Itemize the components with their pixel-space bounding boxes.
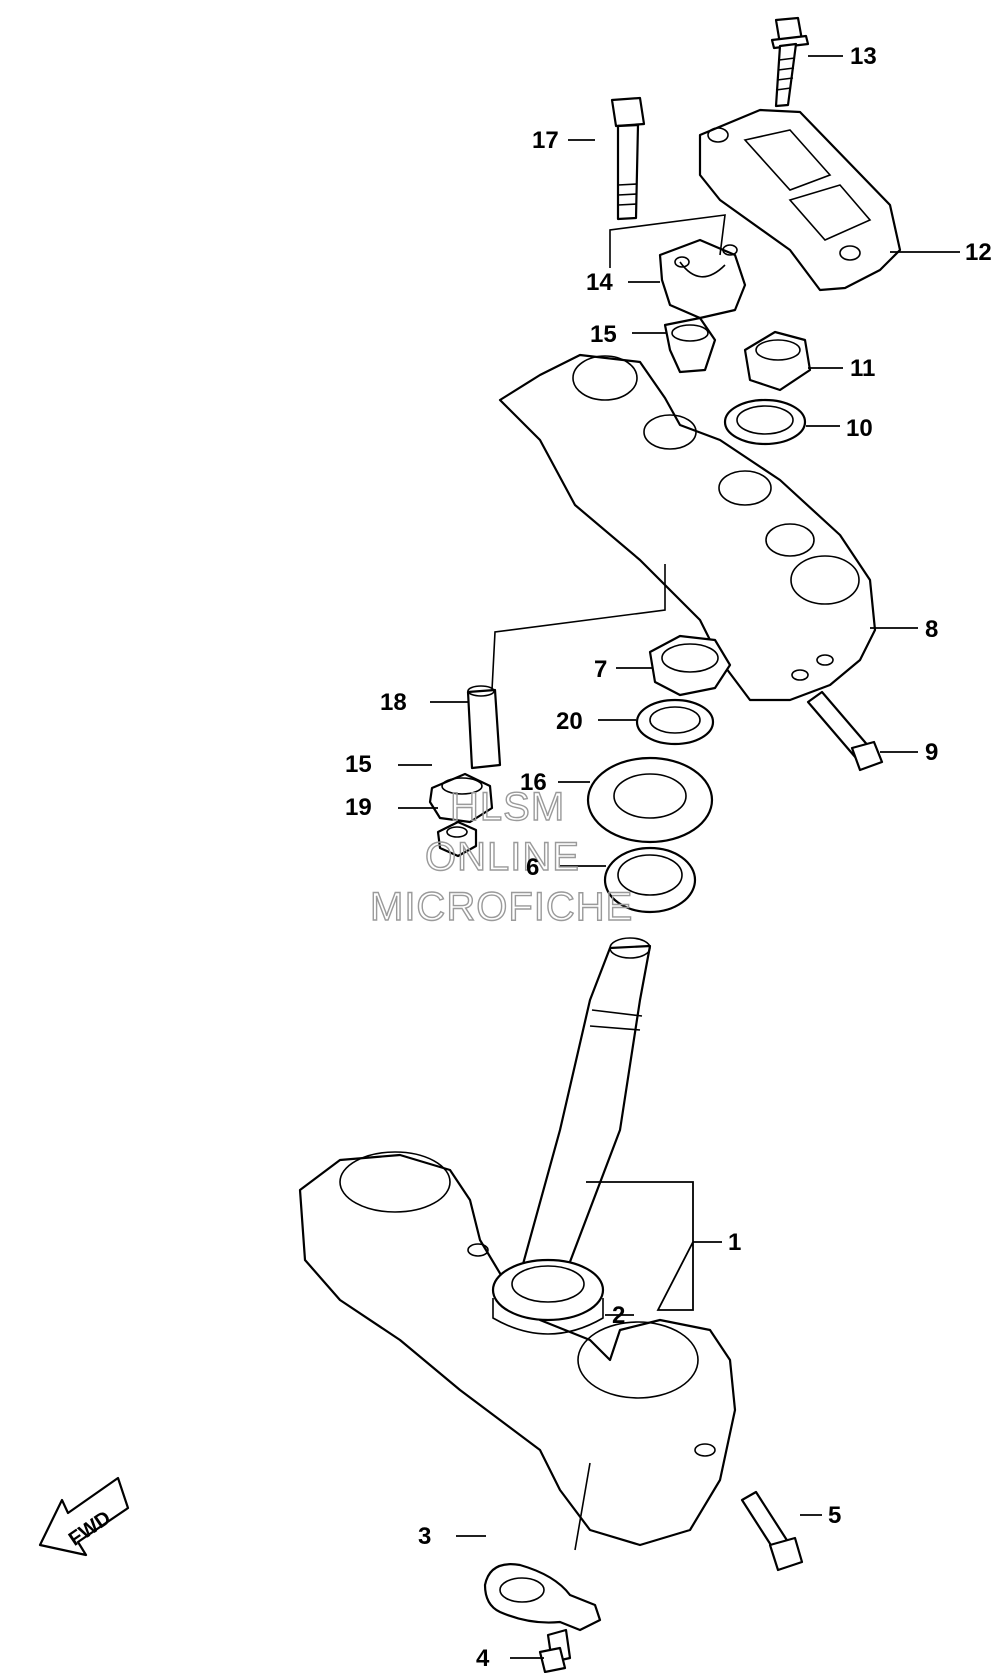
bearing-icon [491, 1258, 605, 1335]
leader-lines [398, 55, 960, 1659]
callout-18: 18 [380, 689, 407, 716]
callout-5: 5 [828, 1502, 841, 1529]
hose-clamp-icon [483, 1563, 602, 1632]
bolt-icon [806, 690, 884, 772]
watermark-line-1: HLSM [450, 785, 565, 829]
bearing-icon [603, 846, 697, 914]
castle-nut-icon [648, 634, 732, 697]
watermark-line-3: MICROFICHE [370, 885, 633, 929]
watermark: HLSM ONLINE MICROFICHE [369, 784, 633, 929]
callout-11: 11 [850, 355, 875, 382]
callout-16: 16 [520, 769, 547, 796]
callout-4: 4 [476, 1645, 490, 1672]
forward-direction-arrow: FWD [38, 1476, 130, 1557]
callout-14: 14 [586, 269, 613, 296]
callout-20: 20 [556, 708, 583, 735]
nut-icon [436, 820, 478, 858]
bolt-icon [740, 1490, 804, 1572]
cushion-icon [428, 772, 494, 824]
bolt-icon [538, 1628, 572, 1673]
callout-3: 3 [418, 1523, 431, 1550]
washer-icon [723, 398, 807, 446]
bolt-icon [770, 16, 810, 108]
callout-17: 17 [532, 127, 559, 154]
washer-icon [635, 698, 715, 746]
handlebar-holder-icon [658, 238, 747, 320]
callout-9: 9 [925, 739, 938, 766]
callout-10: 10 [846, 415, 873, 442]
assembly-guide-lines [491, 214, 726, 1551]
callout-6: 6 [526, 854, 539, 881]
dust-seal-icon [586, 756, 714, 844]
callout-labels: 13 17 12 14 15 11 10 8 7 18 20 9 15 16 1… [345, 43, 992, 1672]
bolt-icon [610, 96, 646, 221]
callout-19: 19 [345, 794, 372, 821]
callout-15-lower: 15 [345, 751, 372, 778]
callout-8: 8 [925, 616, 938, 643]
callout-15-upper: 15 [590, 321, 617, 348]
cushion-icon [663, 316, 717, 374]
callout-7: 7 [594, 656, 607, 683]
callout-1: 1 [728, 1229, 741, 1256]
spacer-icon [466, 685, 502, 770]
upper-bracket-icon [498, 353, 877, 702]
handlebar-clamp-icon [698, 108, 902, 292]
watermark-line-2: ONLINE [425, 835, 580, 879]
callout-12: 12 [965, 239, 992, 266]
callout-13: 13 [850, 43, 877, 70]
callout-2: 2 [612, 1302, 625, 1329]
nut-icon [743, 330, 812, 392]
steering-stem-lower-bracket-icon [298, 937, 737, 1547]
